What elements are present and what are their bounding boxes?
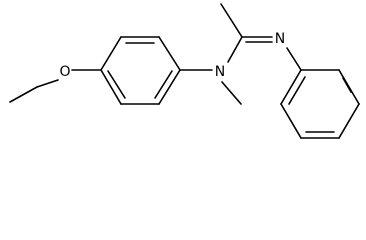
n-methyl-bond bbox=[221, 81, 242, 105]
n-amidine-carbon-bond bbox=[227, 36, 243, 63]
ring1-bond-6 bbox=[100, 69, 122, 105]
ring1-bond-1 bbox=[100, 36, 122, 71]
ring1-bond-4 bbox=[158, 69, 181, 105]
chemical-structure-diagram: O N N bbox=[9, 3, 360, 139]
amine-nitrogen-label: N bbox=[215, 64, 225, 80]
ethoxy-group bbox=[9, 69, 102, 103]
ring2-double-bond-a bbox=[342, 77, 352, 93]
amidine-methyl-bond bbox=[220, 3, 243, 38]
ring1-double-bond-c bbox=[107, 70, 126, 99]
ring1-bond-3 bbox=[158, 36, 181, 71]
imine-nitrogen-label: N bbox=[275, 31, 285, 47]
ring1-double-bond-b bbox=[154, 70, 173, 99]
phenyl-ring bbox=[280, 69, 360, 139]
ring2-double-bond-c bbox=[288, 76, 306, 105]
ethyl-ch2-bond bbox=[36, 79, 59, 88]
ethyl-terminal-bond bbox=[9, 86, 38, 103]
ring2-bond-3 bbox=[338, 103, 360, 139]
ethoxyphenyl-ring bbox=[100, 36, 181, 105]
ring2-bond-6 bbox=[280, 69, 302, 105]
oxygen-atom-label: O bbox=[59, 64, 70, 80]
ring2-bond-5 bbox=[280, 103, 302, 139]
imine-n-phenyl-bond bbox=[286, 47, 302, 71]
